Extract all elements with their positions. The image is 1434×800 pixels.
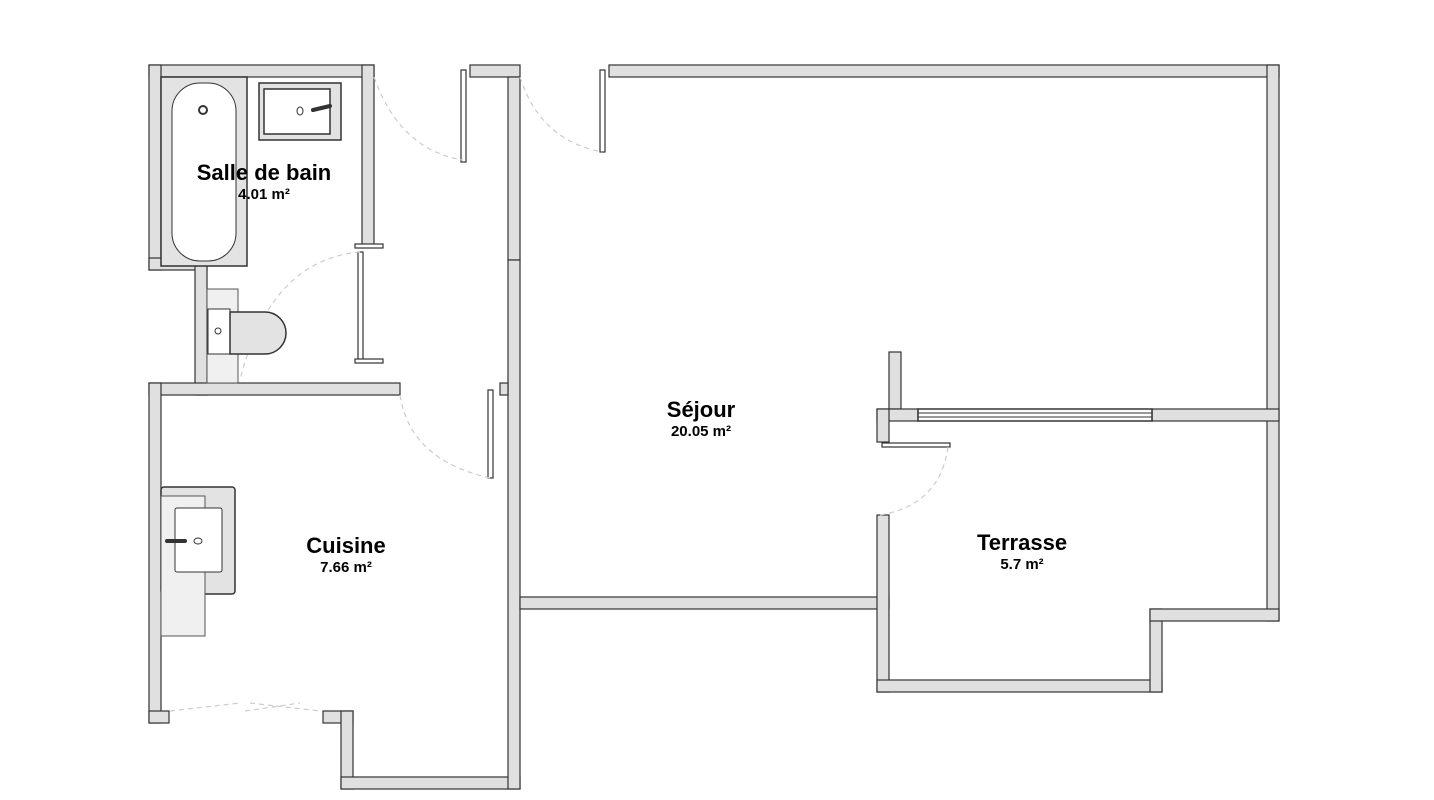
doors[interactable] xyxy=(169,69,951,712)
room-name: Terrasse xyxy=(976,530,1068,555)
window xyxy=(917,408,1153,422)
room-area: 4.01 m² xyxy=(238,186,290,203)
room-name: Cuisine xyxy=(306,533,386,558)
room-label-cuisine: Cuisine 7.66 m² xyxy=(306,533,385,576)
room-area: 7.66 m² xyxy=(320,559,372,576)
washbasin xyxy=(258,82,342,141)
room-name: Séjour xyxy=(666,397,736,422)
room-area: 20.05 m² xyxy=(670,423,732,440)
room-name: Salle de bain xyxy=(196,160,332,185)
bathtub xyxy=(160,76,248,267)
room-area: 5.7 m² xyxy=(1000,556,1044,573)
toilet xyxy=(206,288,287,384)
walls xyxy=(148,64,1280,790)
room-label-sejour: Séjour 20.05 m² xyxy=(667,397,735,440)
kitchen-sink xyxy=(160,486,236,637)
room-label-terrasse: Terrasse 5.7 m² xyxy=(977,530,1067,573)
room-label-salle-de-bain: Salle de bain 4.01 m² xyxy=(197,160,332,203)
